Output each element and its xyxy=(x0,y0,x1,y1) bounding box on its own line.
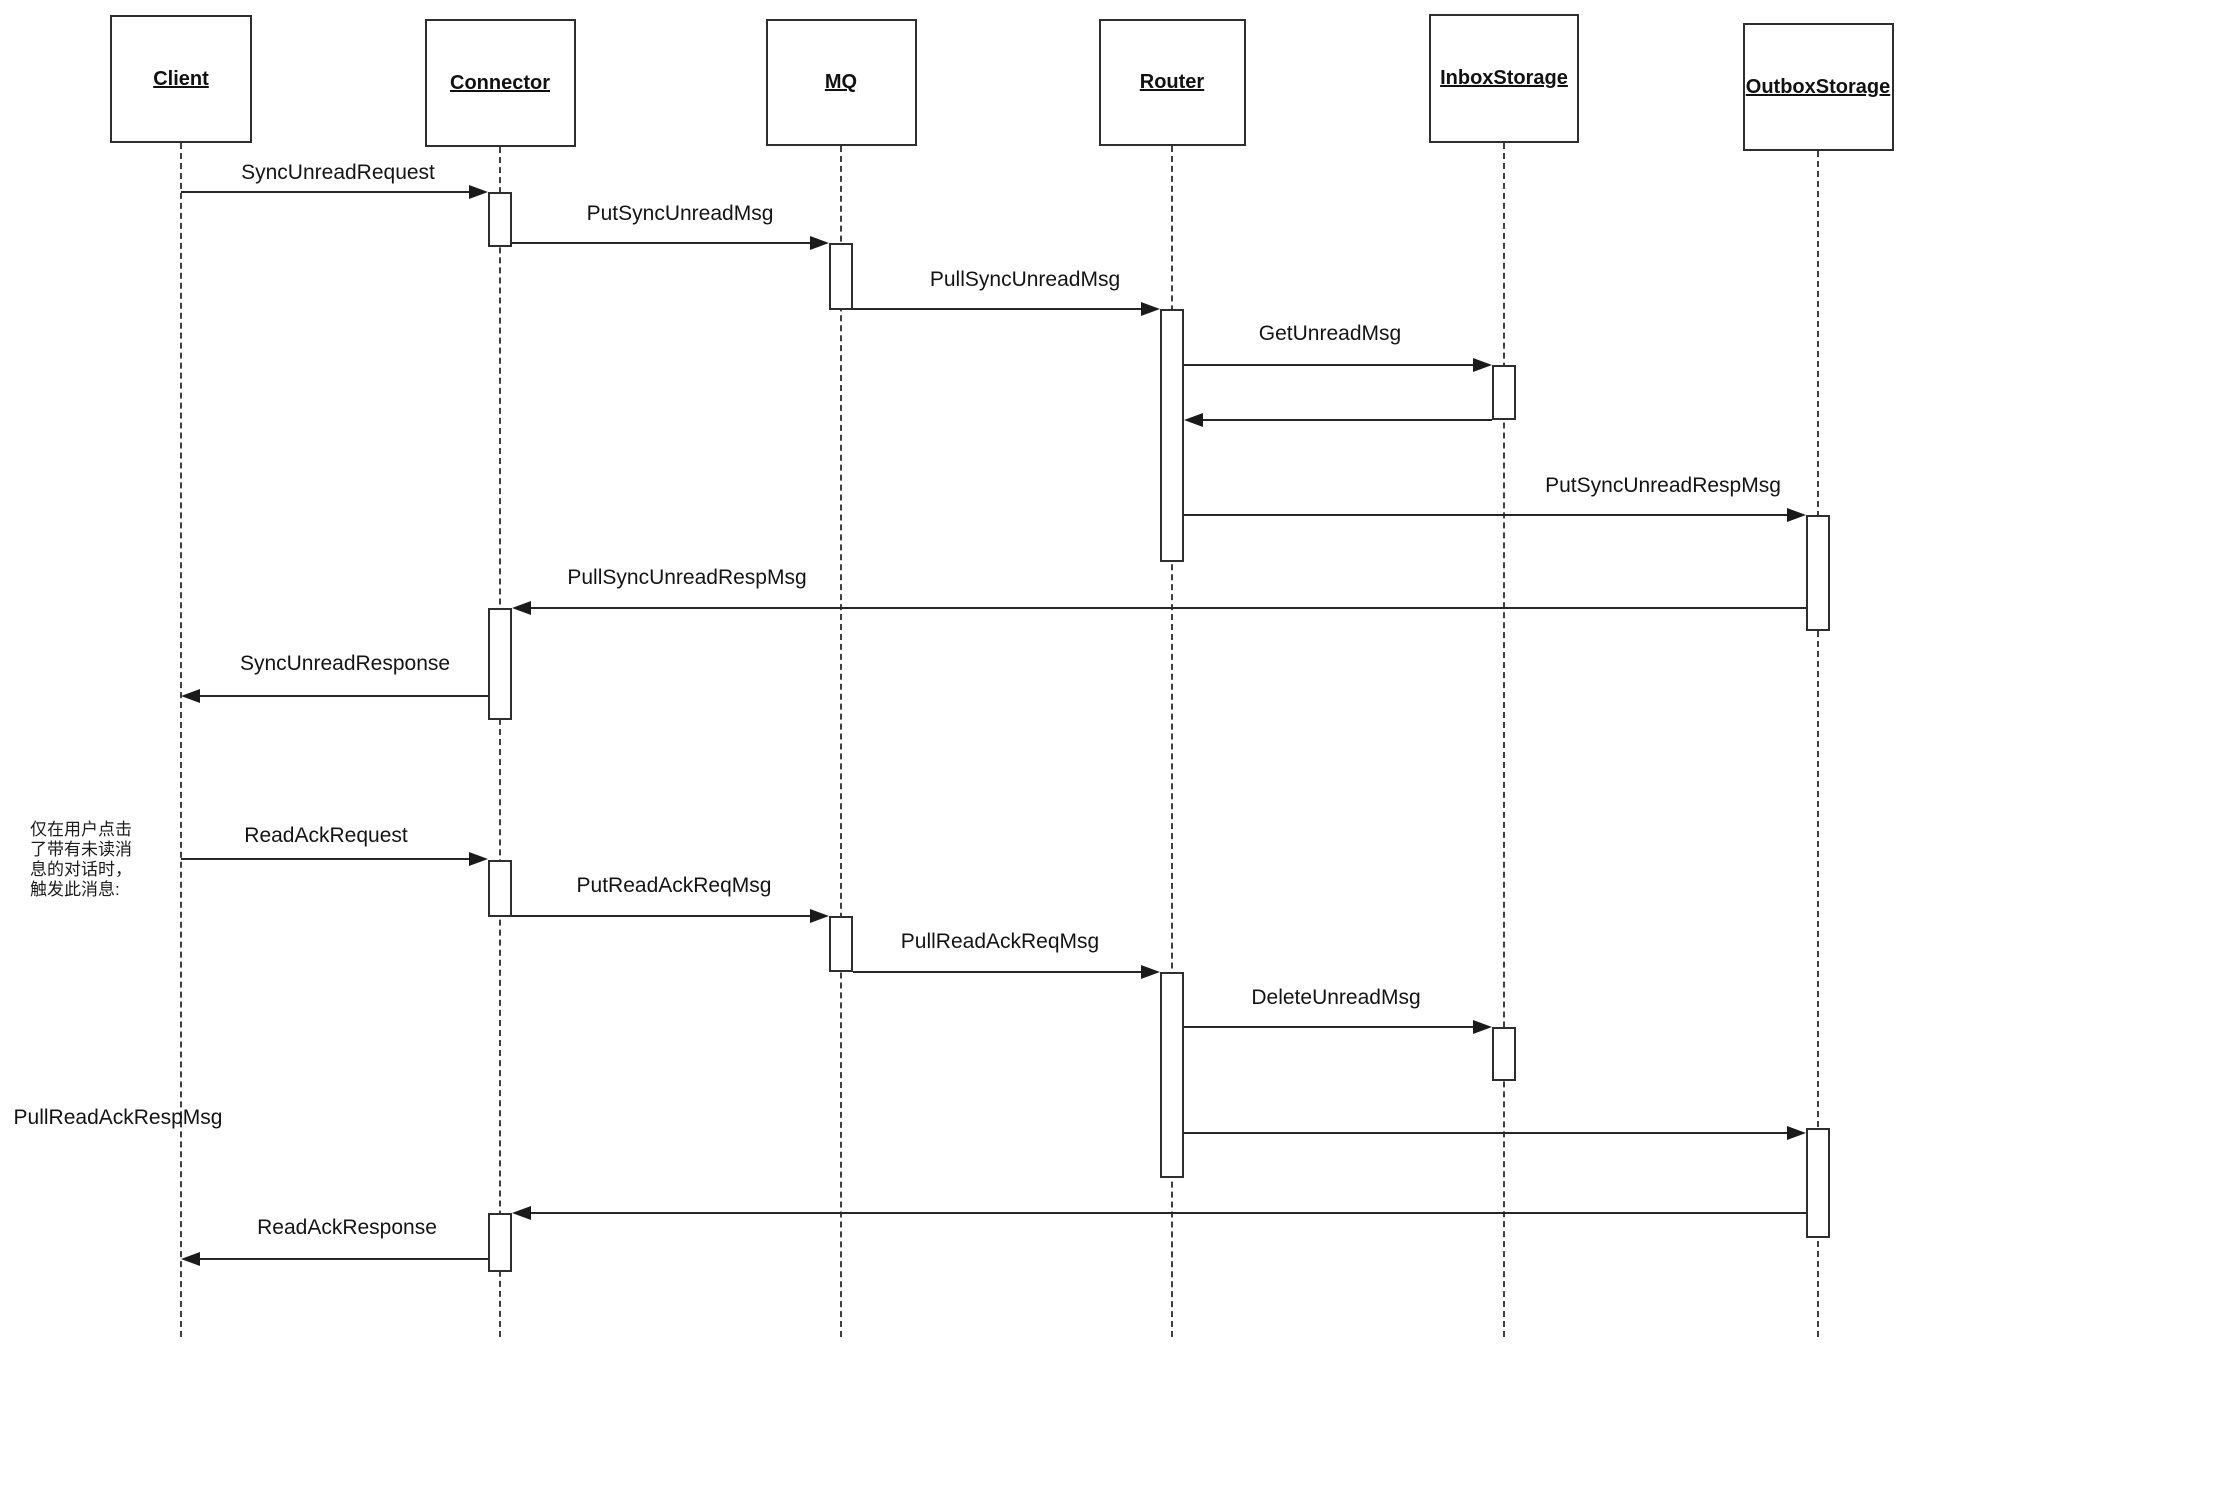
lifeline-client xyxy=(180,143,182,1337)
message-label: PullReadAckRespMsg xyxy=(13,1106,223,1129)
arrowhead xyxy=(181,689,200,703)
message-label: PullSyncUnreadRespMsg xyxy=(567,566,807,589)
participant-client: Client xyxy=(110,15,252,143)
arrowhead xyxy=(181,1252,200,1266)
participant-connector: Connector xyxy=(424,19,576,147)
arrowhead xyxy=(810,909,829,923)
activation-bar-outbox xyxy=(1806,1128,1830,1238)
note-line: 仅在用户点击 xyxy=(30,820,132,839)
activation-bar-connector xyxy=(488,860,512,917)
arrowhead xyxy=(512,1206,531,1220)
message-line-13 xyxy=(526,1212,1806,1214)
arrowhead xyxy=(1141,965,1160,979)
message-line-6 xyxy=(526,607,1806,609)
message-line-8 xyxy=(181,858,474,860)
message-label: PutSyncUnreadRespMsg xyxy=(1545,474,1781,497)
activation-bar-router xyxy=(1160,309,1184,562)
lifeline-connector xyxy=(499,147,501,1337)
lifeline-inbox xyxy=(1503,143,1505,1337)
message-label: PutReadAckReqMsg xyxy=(576,874,772,897)
note-line: 了带有未读消 xyxy=(30,840,132,859)
message-label: SyncUnreadResponse xyxy=(239,652,451,675)
message-label: DeleteUnreadMsg xyxy=(1251,986,1421,1009)
message-line-4 xyxy=(1198,419,1492,421)
message-line-5 xyxy=(1184,514,1792,516)
lifeline-mq xyxy=(840,146,842,1337)
activation-bar-inbox xyxy=(1492,1027,1516,1081)
arrowhead xyxy=(1141,302,1160,316)
activation-bar-router xyxy=(1160,972,1184,1178)
message-line-3 xyxy=(1184,364,1478,366)
arrowhead xyxy=(469,185,488,199)
message-line-7 xyxy=(195,695,488,697)
message-line-2 xyxy=(853,308,1146,310)
activation-bar-connector xyxy=(488,608,512,720)
message-label: SyncUnreadRequest xyxy=(241,161,435,184)
participant-label-connector: Connector xyxy=(450,71,550,94)
participant-inbox: InboxStorage xyxy=(1429,14,1579,143)
participant-label-router: Router xyxy=(1139,71,1205,93)
message-line-0 xyxy=(181,191,474,193)
arrowhead xyxy=(512,601,531,615)
activation-bar-mq xyxy=(829,916,853,972)
message-label: PutSyncUnreadMsg xyxy=(586,202,774,225)
message-line-10 xyxy=(853,971,1146,973)
arrowhead xyxy=(1473,358,1492,372)
participant-label-client: Client xyxy=(153,67,209,90)
activation-bar-inbox xyxy=(1492,365,1516,420)
message-line-1 xyxy=(512,242,815,244)
arrowhead xyxy=(1184,413,1203,427)
participant-label-inbox: InboxStorage xyxy=(1440,67,1568,89)
arrowhead xyxy=(1787,508,1806,522)
note-annotation: 仅在用户点击 了带有未读消 息的对话时， 触发此消息: xyxy=(30,820,132,900)
activation-bar-connector xyxy=(488,192,512,247)
message-label: PullReadAckReqMsg xyxy=(900,930,1100,953)
message-line-9 xyxy=(512,915,815,917)
participant-label-outbox: OutboxStorage xyxy=(1745,75,1891,98)
message-line-14 xyxy=(195,1258,488,1260)
participant-label-mq: MQ xyxy=(824,71,858,93)
message-line-11 xyxy=(1184,1026,1478,1028)
lifeline-router xyxy=(1171,146,1173,1337)
arrowhead xyxy=(1787,1126,1806,1140)
participant-router: Router xyxy=(1098,19,1246,146)
activation-bar-connector xyxy=(488,1213,512,1272)
note-line: 息的对话时， xyxy=(30,860,132,879)
lifeline-outbox xyxy=(1817,151,1819,1337)
note-line: 触发此消息: xyxy=(30,880,120,899)
arrowhead xyxy=(810,236,829,250)
message-label: PullSyncUnreadMsg xyxy=(929,268,1121,291)
participant-mq: MQ xyxy=(765,19,917,146)
activation-bar-outbox xyxy=(1806,515,1830,631)
message-label: ReadAckRequest xyxy=(244,824,408,847)
arrowhead xyxy=(469,852,488,866)
message-label: GetUnreadMsg xyxy=(1258,322,1402,345)
message-line-12 xyxy=(1184,1132,1792,1134)
arrowhead xyxy=(1473,1020,1492,1034)
activation-bar-mq xyxy=(829,243,853,310)
message-label: ReadAckResponse xyxy=(257,1216,437,1239)
participant-outbox: OutboxStorage xyxy=(1742,23,1894,151)
